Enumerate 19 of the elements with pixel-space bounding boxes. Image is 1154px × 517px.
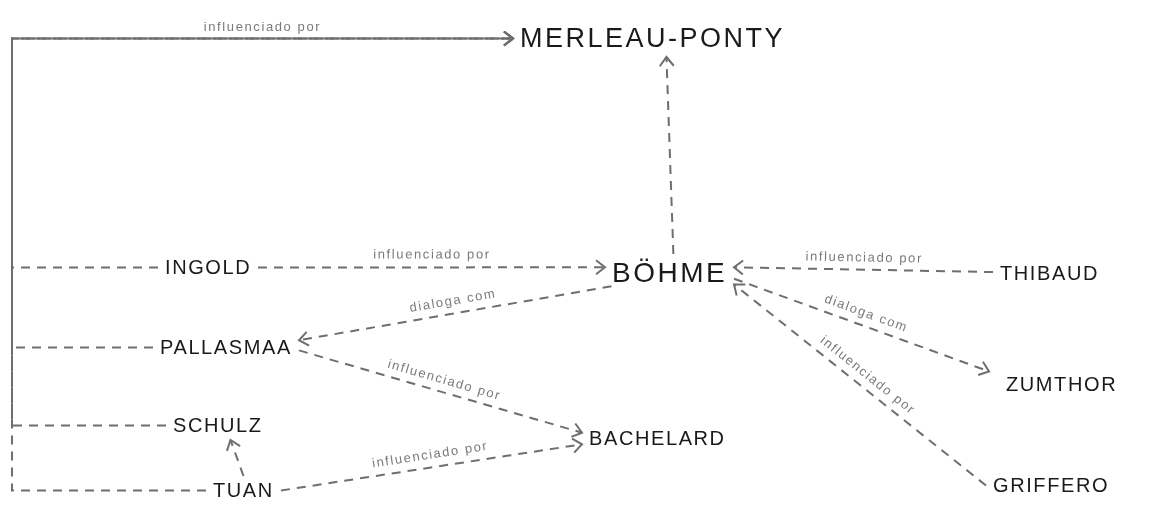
name-label: BÖHME [612, 257, 728, 290]
arrow [257, 259, 606, 276]
arrow [298, 285, 613, 347]
arrow [658, 56, 675, 255]
arrow [298, 349, 583, 438]
arrow [280, 437, 583, 492]
arrow [733, 277, 990, 376]
name-label: MERLEAU-PONTY [520, 23, 786, 55]
name-label: TUAN [213, 479, 274, 502]
name-label: GRIFFERO [993, 474, 1110, 497]
name-label: THIBAUD [1000, 262, 1099, 285]
name-label: ZUMTHOR [1006, 373, 1118, 396]
arrow [733, 259, 994, 276]
name-label: BACHELARD [589, 427, 726, 450]
name-label: INGOLD [165, 256, 252, 279]
arrow [733, 283, 987, 487]
name-label: SCHULZ [173, 414, 263, 437]
name-label: PALLASMAA [160, 336, 292, 359]
arrow [225, 439, 245, 477]
